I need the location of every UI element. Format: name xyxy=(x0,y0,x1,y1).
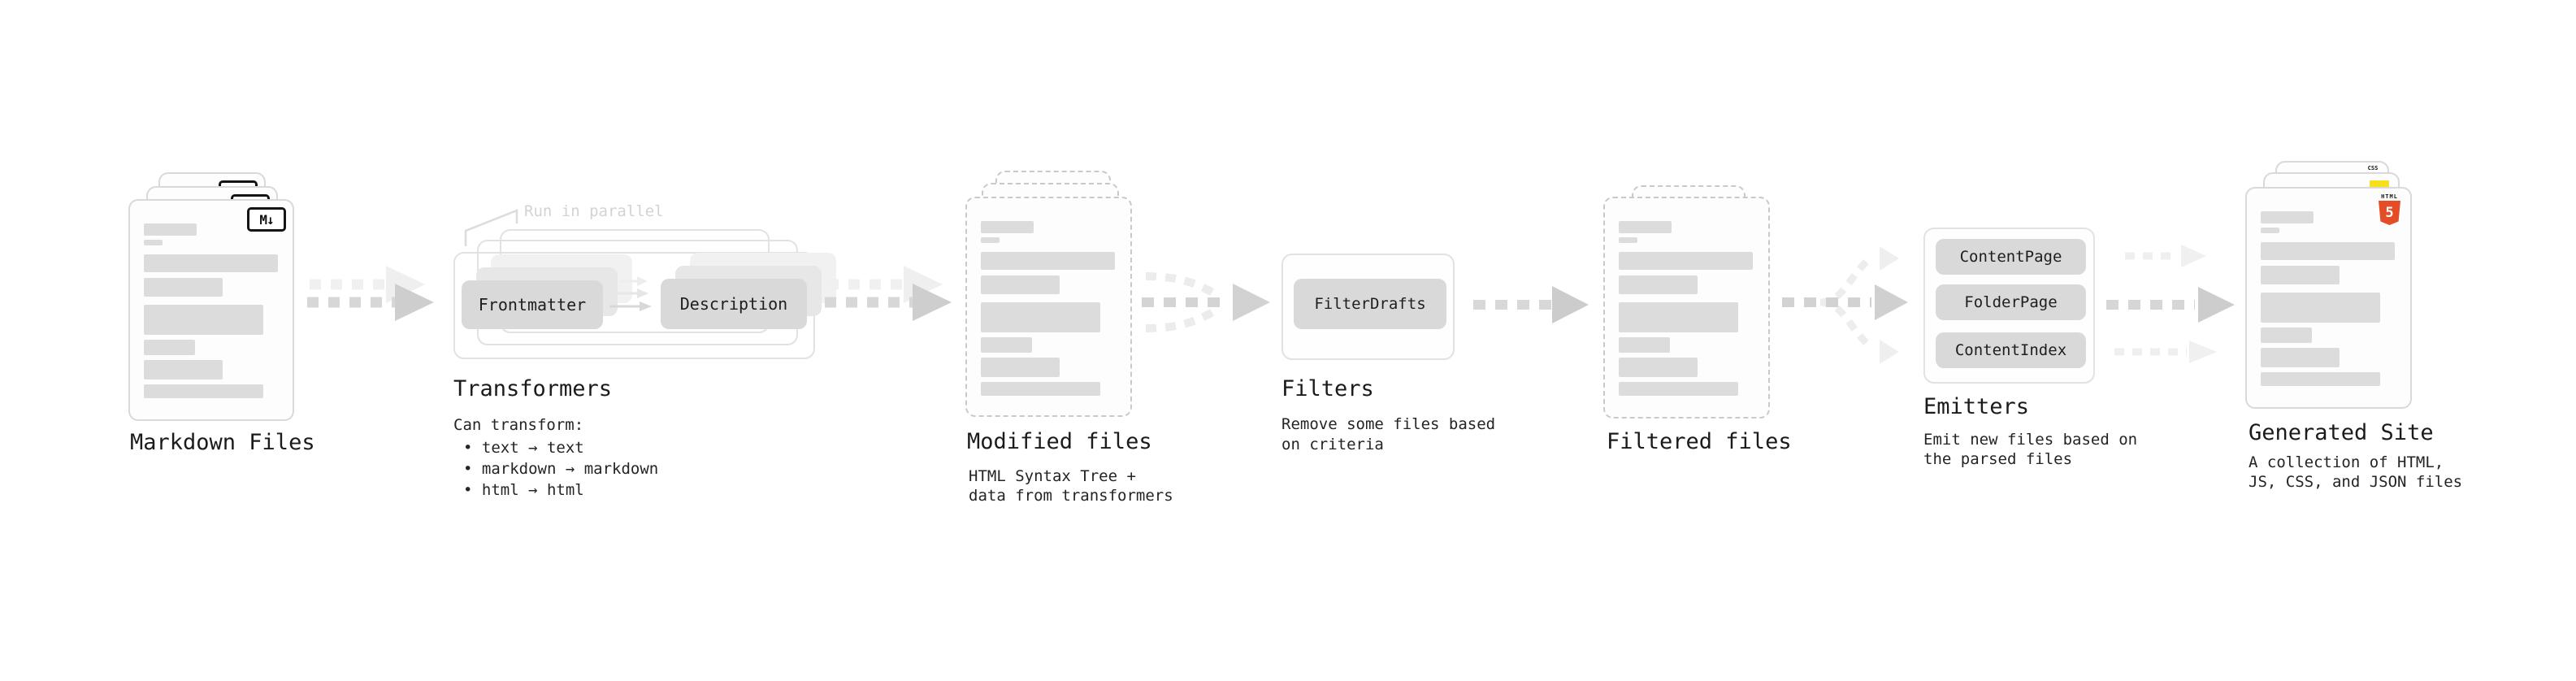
doc-placeholder-line xyxy=(2261,266,2340,284)
transformers-desc-heading: Can transform: xyxy=(453,416,584,434)
doc-placeholder-line xyxy=(2261,327,2312,343)
run-in-parallel-annotation: Run in parallel xyxy=(524,202,664,220)
doc-placeholder-line xyxy=(2261,242,2395,260)
emitter-node-contentindex: ContentIndex xyxy=(1936,332,2086,368)
filters-desc: Remove some files based on criteria xyxy=(1281,415,1496,453)
doc-placeholder-line xyxy=(981,237,1000,243)
emitters-box: ContentPage FolderPage ContentIndex xyxy=(1923,228,2095,384)
filtered-file-card-front xyxy=(1603,197,1770,419)
section-generated-site: CSS HTML 5 xyxy=(2245,161,2413,409)
transformers-bullets: • text → text • markdown → markdown • ht… xyxy=(463,437,658,501)
flow-arrow-modified-to-filters xyxy=(1142,272,1270,332)
emitter-node-contentpage: ContentPage xyxy=(1936,239,2086,275)
doc-placeholder-line xyxy=(1619,358,1698,377)
doc-placeholder-line xyxy=(1619,237,1637,243)
doc-placeholder-line xyxy=(144,305,263,335)
section-markdown-files: M↓ M↓ M↓ xyxy=(128,172,294,421)
emitters-title: Emitters xyxy=(1923,394,2030,419)
filters-box: FilterDrafts xyxy=(1281,254,1455,360)
doc-placeholder-line xyxy=(981,382,1100,396)
doc-placeholder-line xyxy=(144,240,163,245)
doc-placeholder-line xyxy=(1619,275,1698,294)
doc-placeholder-line xyxy=(144,340,195,355)
filter-node-filterdrafts: FilterDrafts xyxy=(1294,279,1446,329)
doc-placeholder-line xyxy=(144,384,263,398)
site-file-card-html: HTML 5 xyxy=(2245,187,2412,409)
annotation-callout-line xyxy=(464,209,518,246)
emitter-node-folderpage: FolderPage xyxy=(1936,284,2086,320)
markdown-file-card-front: M↓ xyxy=(128,199,294,421)
transformer-node-frontmatter: Frontmatter xyxy=(462,280,603,329)
modified-files-desc: HTML Syntax Tree + data from transformer… xyxy=(969,467,1173,505)
flow-arrow-markdown-to-transformers xyxy=(307,266,434,321)
modified-files-title: Modified files xyxy=(967,429,1152,454)
bullet-item: • text → text xyxy=(463,439,584,457)
doc-placeholder-line xyxy=(1619,221,1672,233)
parallel-transform-arrows xyxy=(609,276,652,311)
doc-placeholder-line xyxy=(2261,293,2380,323)
generated-site-title: Generated Site xyxy=(2249,420,2434,445)
markdown-files-title: Markdown Files xyxy=(130,430,315,455)
flow-arrow-emitters-to-site xyxy=(2106,245,2235,363)
doc-placeholder-line xyxy=(981,302,1100,332)
doc-placeholder-line xyxy=(981,275,1060,294)
html5-shield: 5 xyxy=(2379,201,2400,225)
flow-arrow-filters-to-filtered xyxy=(1473,286,1589,323)
doc-placeholder-line xyxy=(144,360,223,380)
doc-placeholder-line xyxy=(1619,302,1738,332)
transformers-title: Transformers xyxy=(453,376,613,401)
doc-placeholder-line xyxy=(981,337,1032,353)
doc-placeholder-line xyxy=(981,221,1034,233)
transformer-node-description: Description xyxy=(661,279,807,329)
html-label: HTML xyxy=(2381,193,2398,200)
bullet-item: • html → html xyxy=(463,481,584,499)
flow-arrow-filtered-to-emitters xyxy=(1782,246,1908,364)
doc-placeholder-line xyxy=(2261,348,2340,367)
doc-placeholder-line xyxy=(1619,382,1738,396)
html5-number: 5 xyxy=(2385,204,2394,221)
doc-placeholder-line xyxy=(981,358,1060,377)
doc-placeholder-line xyxy=(144,278,223,297)
modified-file-card-front xyxy=(965,197,1132,417)
markdown-icon: M↓ xyxy=(247,207,286,232)
doc-placeholder-line xyxy=(144,223,197,236)
emitters-desc: Emit new files based on the parsed files xyxy=(1923,431,2138,468)
section-filtered-files xyxy=(1603,185,1770,419)
doc-placeholder-line xyxy=(1619,252,1753,270)
doc-placeholder-line xyxy=(981,252,1115,270)
doc-placeholder-lines xyxy=(1619,221,1754,396)
doc-placeholder-lines xyxy=(2261,211,2396,386)
generated-site-desc: A collection of HTML, JS, CSS, and JSON … xyxy=(2249,453,2463,491)
bullet-item: • markdown → markdown xyxy=(463,460,659,478)
flow-arrow-transformers-to-modified xyxy=(825,266,952,321)
doc-placeholder-line xyxy=(2261,228,2279,233)
filtered-files-title: Filtered files xyxy=(1607,429,1792,454)
doc-placeholder-line xyxy=(2261,372,2380,386)
filters-title: Filters xyxy=(1281,376,1374,401)
doc-placeholder-lines xyxy=(981,221,1117,396)
doc-placeholder-lines xyxy=(144,223,279,398)
doc-placeholder-line xyxy=(2261,211,2314,223)
doc-placeholder-line xyxy=(144,254,278,272)
section-modified-files xyxy=(965,171,1132,417)
html5-icon: HTML 5 xyxy=(2379,193,2400,225)
doc-placeholder-line xyxy=(1619,337,1670,353)
css-label: CSS xyxy=(2367,165,2379,171)
